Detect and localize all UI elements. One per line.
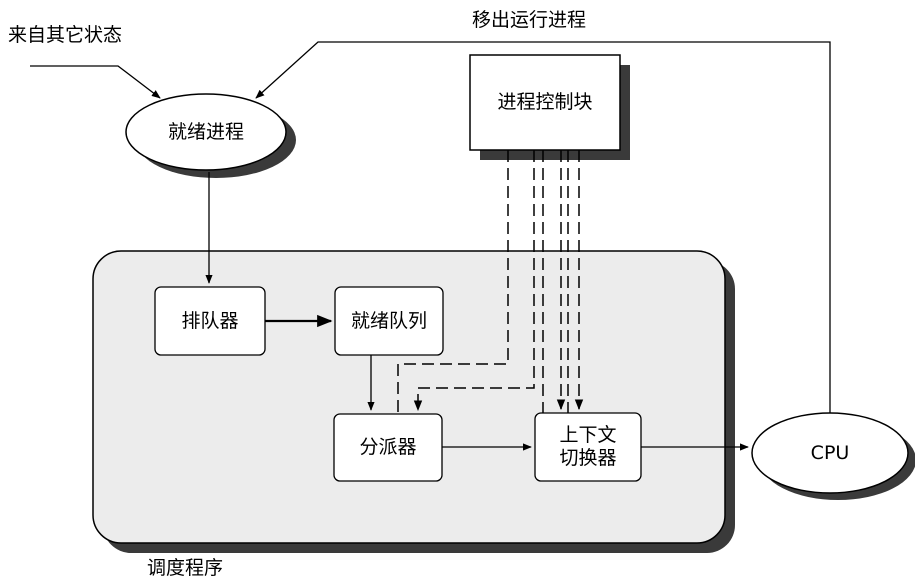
arrow-from-other-states: [30, 65, 161, 99]
pcb-label: 进程控制块: [470, 55, 620, 150]
queuer-label: 排队器: [155, 287, 265, 355]
arrow-move-out-running: [255, 41, 831, 413]
pcb-text: 进程控制块: [497, 91, 593, 113]
dispatcher-label: 分派器: [334, 414, 442, 481]
ready-process-label: 就绪进程: [126, 112, 286, 152]
ready-queue-text: 就绪队列: [350, 309, 427, 332]
queuer-text: 排队器: [181, 309, 239, 332]
label-move-out-running: 移出运行进程: [472, 9, 587, 31]
dashed-pcb-to-dispatcher-2: [413, 150, 535, 412]
pcb-box: [469, 54, 621, 151]
cpu-label: CPU: [752, 433, 908, 473]
ready-queue-box: [334, 286, 444, 356]
ready-process-text: 就绪进程: [167, 120, 244, 143]
context-switcher-label: 上下文 切换器: [535, 413, 641, 481]
ready-process-ellipse: [125, 93, 287, 171]
context-switcher-line1: 上下文: [559, 424, 617, 446]
dashed-pcb-to-dispatcher-1: [397, 150, 509, 412]
ready-queue-label: 就绪队列: [335, 287, 443, 355]
context-switcher-line2: 切换器: [559, 447, 617, 469]
label-from-other-states: 来自其它状态: [8, 24, 123, 46]
dispatcher-text: 分派器: [359, 436, 417, 458]
cpu-text: CPU: [810, 441, 850, 464]
label-dispatcher-program: 调度程序: [147, 557, 224, 579]
